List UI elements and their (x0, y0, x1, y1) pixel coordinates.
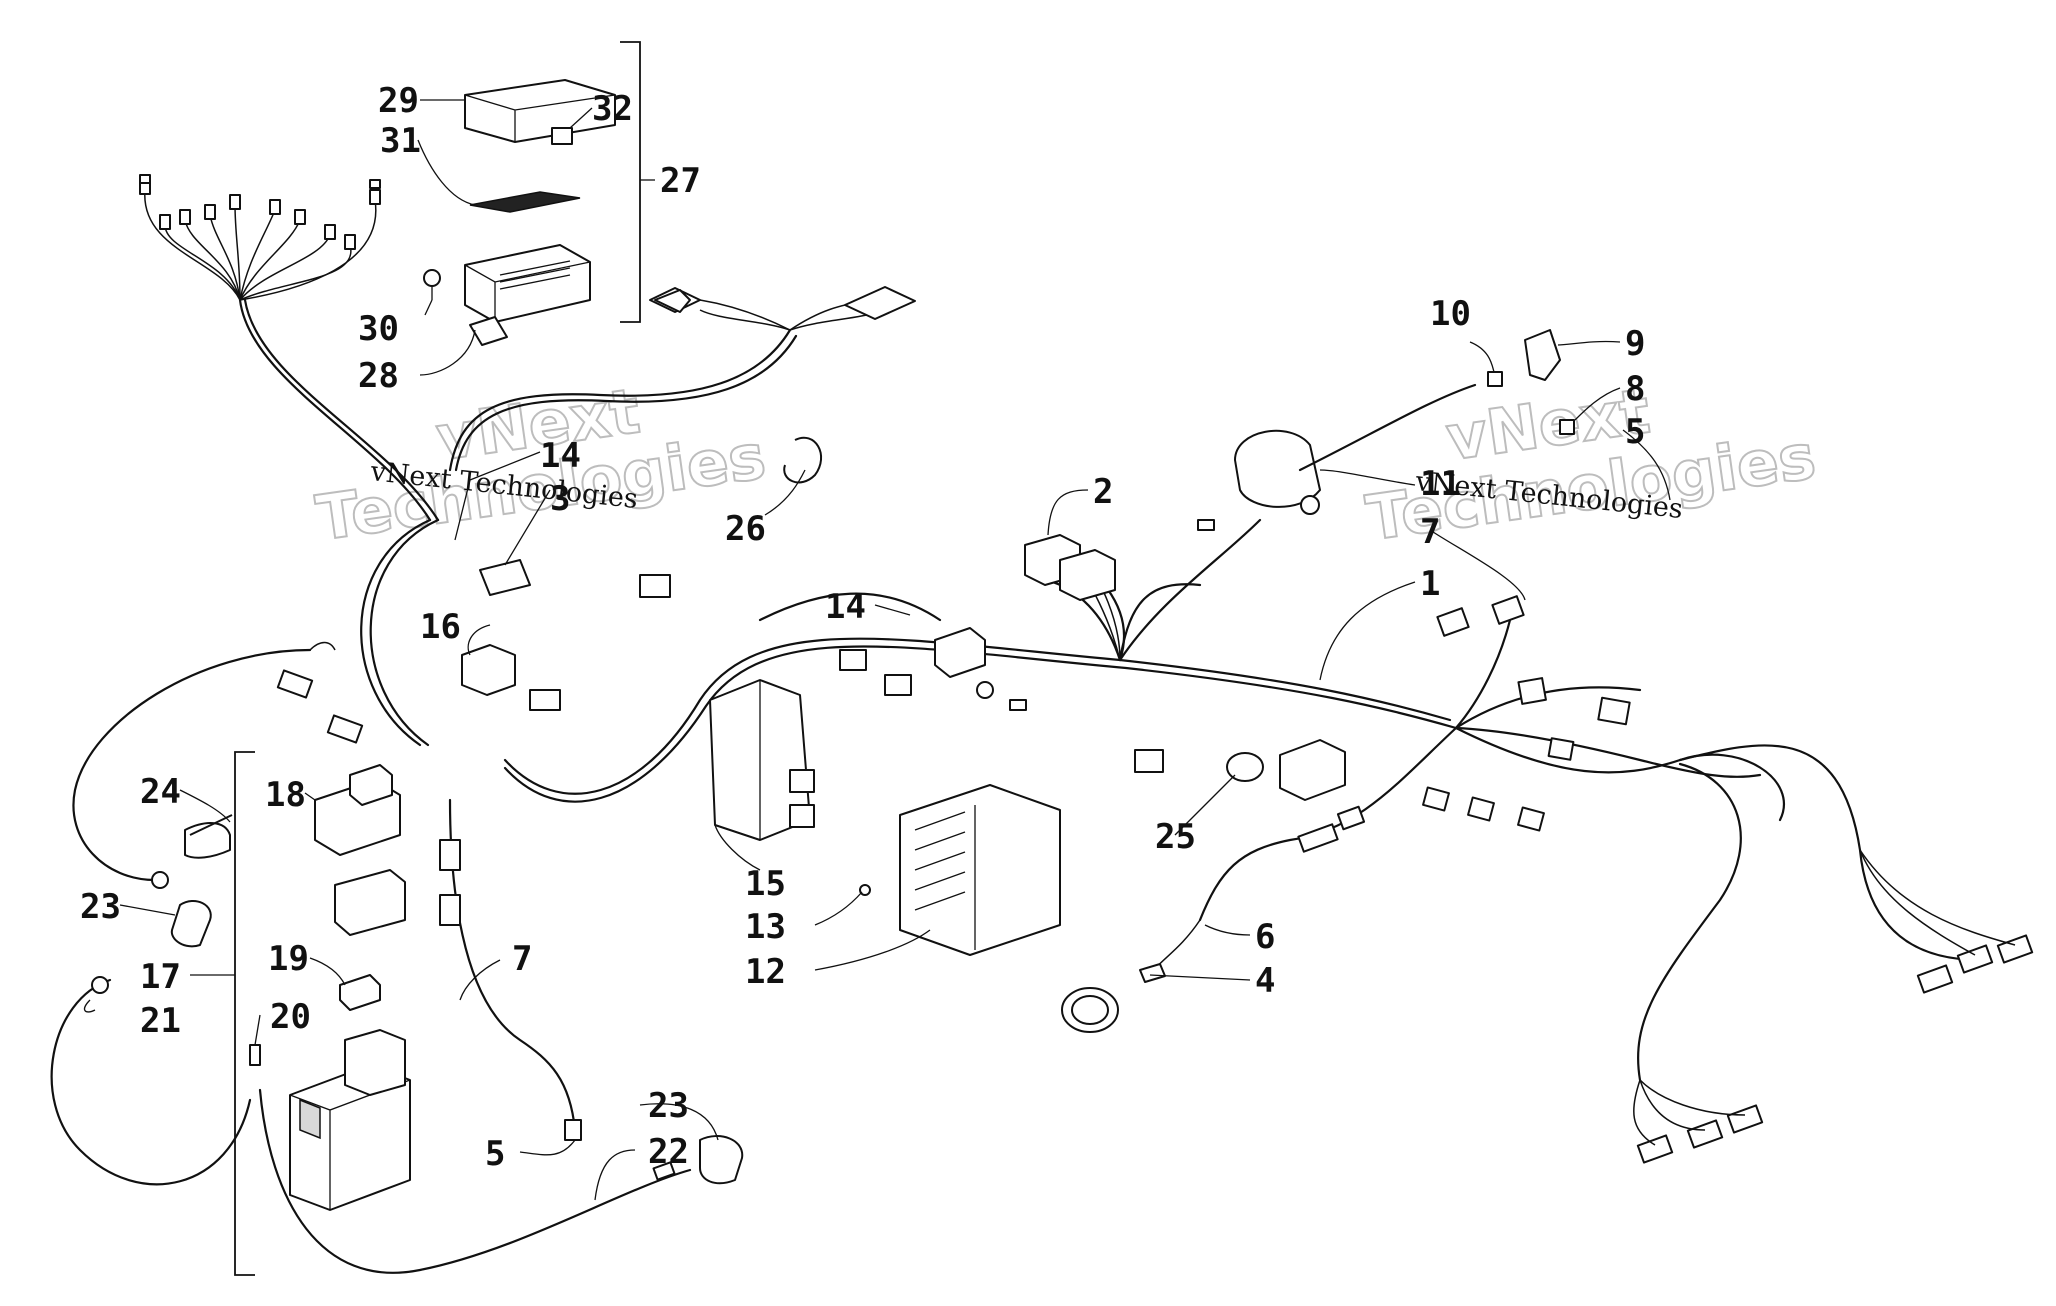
callout-19: 19 (268, 939, 309, 979)
cable-21 (50, 978, 252, 1186)
fuse-32 (551, 127, 573, 145)
callout-27: 27 (660, 161, 701, 201)
clip-8 (1559, 419, 1575, 435)
cdi-module-15 (709, 679, 815, 841)
callout-18: 18 (265, 775, 306, 815)
callout-6: 6 (1255, 917, 1275, 957)
connector-2 (1024, 534, 1116, 601)
fuse-19 (339, 974, 381, 1011)
callout-labels: 29 32 31 27 30 28 14 3 26 10 9 8 5 11 2 … (80, 81, 1645, 1174)
callout-4: 4 (1255, 961, 1275, 1001)
callout-14-upper: 14 (540, 436, 581, 476)
clip-26 (783, 436, 822, 484)
callout-28: 28 (358, 356, 399, 396)
callout-24: 24 (140, 772, 181, 812)
callout-5-right: 5 (1625, 412, 1645, 452)
callout-22: 22 (648, 1132, 689, 1172)
screw-30 (423, 269, 441, 287)
plug-boot-9 (1524, 329, 1561, 381)
callout-14-middle: 14 (825, 587, 866, 627)
battery-cables (50, 648, 744, 1274)
leader-lines (83, 99, 1671, 1201)
screw-13 (859, 884, 871, 896)
callout-2: 2 (1093, 472, 1113, 512)
callout-1: 1 (1420, 564, 1440, 604)
callout-23-left: 23 (80, 887, 121, 927)
cable-24 (72, 648, 312, 882)
bracket-27 (620, 41, 641, 323)
relay-16 (461, 644, 561, 711)
callout-12: 12 (745, 952, 786, 992)
callout-25: 25 (1155, 817, 1196, 857)
callout-31: 31 (380, 121, 421, 161)
ignition-coil-11 (1197, 383, 1477, 531)
terminal-cap-23 (699, 1135, 744, 1185)
voltage-regulator-12 (899, 784, 1061, 956)
cap-10 (1487, 371, 1503, 387)
callout-7-right: 7 (1420, 512, 1440, 552)
callout-5-lower: 5 (485, 1134, 505, 1174)
callout-7-lower: 7 (512, 939, 532, 979)
callout-21: 21 (140, 1001, 181, 1041)
callout-17: 17 (140, 957, 181, 997)
harness-connector-6pin (1279, 739, 1346, 801)
callout-20: 20 (270, 997, 311, 1037)
fuse-box-cover (464, 79, 616, 143)
cable-22 (258, 1088, 692, 1274)
bracket-17 (234, 751, 255, 1276)
callout-29: 29 (378, 81, 419, 121)
callout-3: 3 (550, 479, 570, 519)
plate-3 (479, 559, 531, 596)
grommet-25 (1226, 752, 1264, 782)
callout-10: 10 (1430, 294, 1471, 334)
fuse-lead-bundle (139, 174, 381, 301)
callout-16: 16 (420, 607, 461, 647)
switch-4 (1061, 963, 1166, 1033)
connector-14 (934, 627, 986, 678)
callout-8: 8 (1625, 369, 1645, 409)
callout-9: 9 (1625, 324, 1645, 364)
callout-32: 32 (592, 89, 633, 129)
starter-solenoid-17 (289, 1029, 411, 1211)
main-harness (238, 286, 2034, 1164)
screw-20 (249, 1044, 261, 1066)
fuse-box-gasket (469, 191, 581, 213)
callout-11: 11 (1420, 464, 1461, 504)
fuse-box-assembly (423, 79, 616, 346)
starter-relay-18 (314, 764, 406, 936)
callout-26: 26 (725, 509, 766, 549)
callout-15: 15 (745, 864, 786, 904)
callout-23-lower: 23 (648, 1086, 689, 1126)
callout-30: 30 (358, 309, 399, 349)
callout-13: 13 (745, 907, 786, 947)
